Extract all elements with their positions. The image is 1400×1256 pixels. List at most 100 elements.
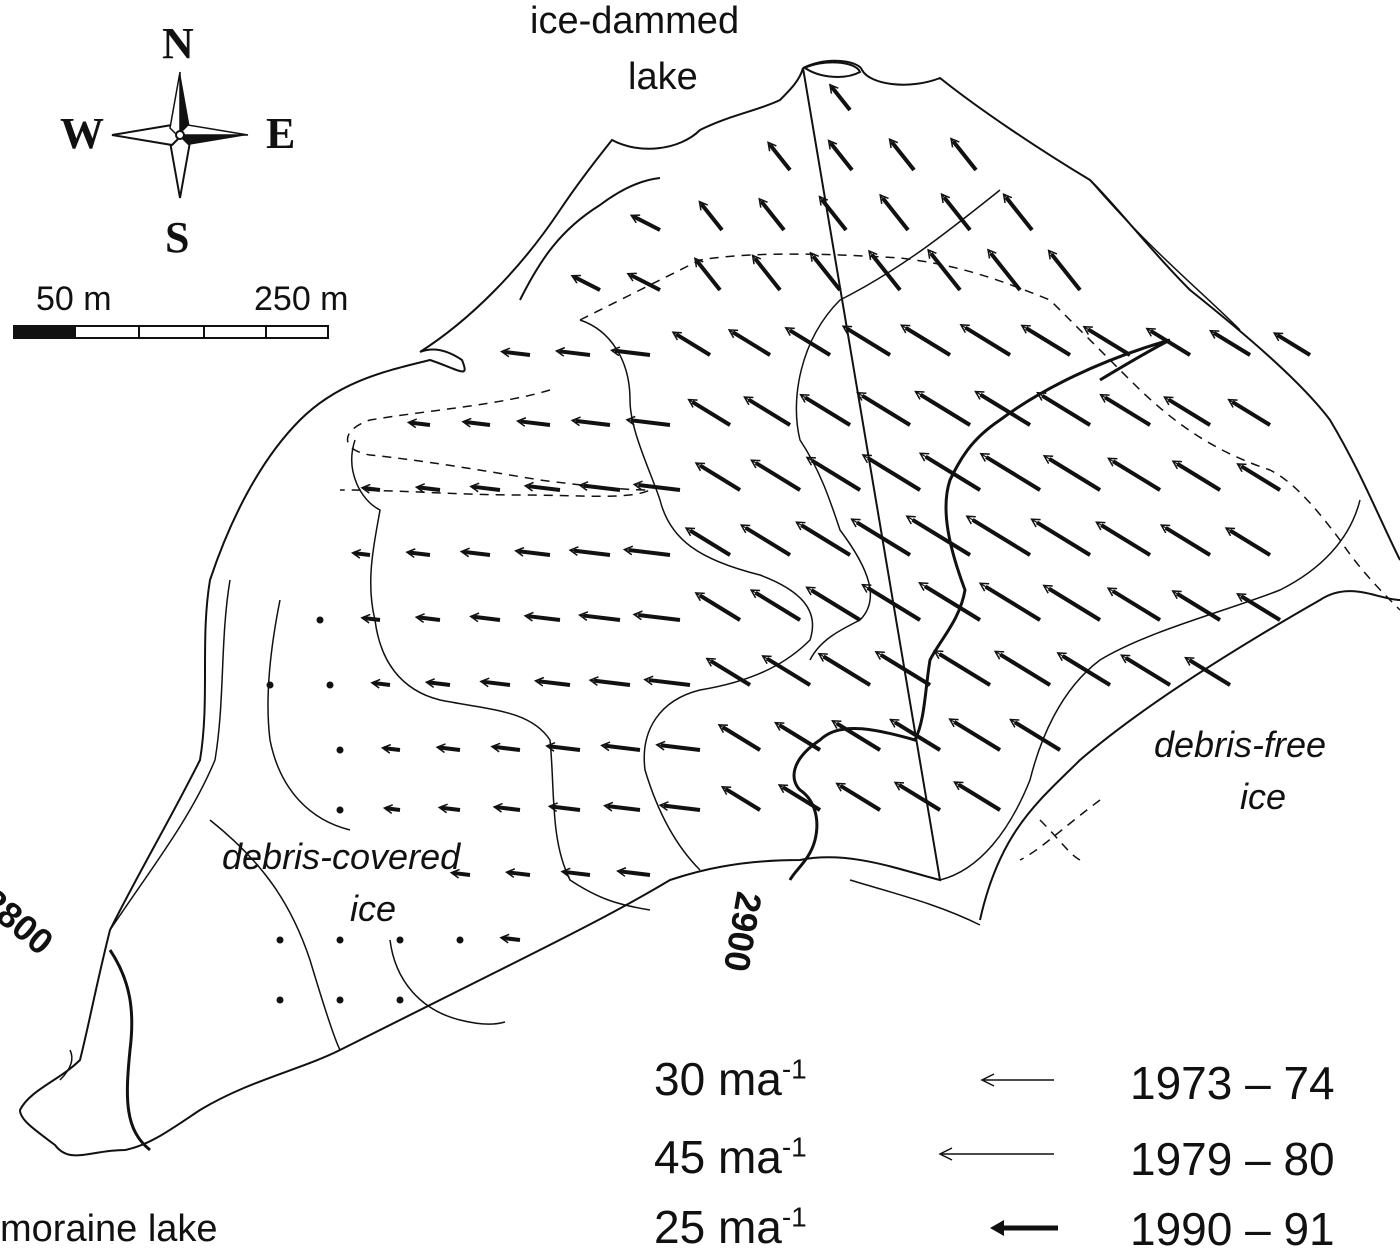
velocity-arrow (547, 802, 581, 813)
velocity-arrow (625, 415, 671, 427)
velocity-arrow (396, 996, 404, 1004)
velocity-arrow (336, 996, 344, 1004)
velocity-arrow (694, 462, 742, 492)
velocity-arrow (861, 454, 922, 492)
velocity-arrow (874, 650, 932, 687)
velocity-arrow (818, 195, 848, 232)
velocity-arrow (950, 137, 978, 172)
velocity-arrow (499, 933, 521, 944)
velocity-arrow (918, 452, 982, 492)
velocity-arrow (414, 613, 441, 623)
velocity-arrow (758, 197, 786, 232)
velocity-arrow (456, 936, 464, 944)
velocity-arrow (523, 611, 561, 622)
legend-period-3: 1990 – 91 (1130, 1203, 1335, 1255)
velocity-arrow (805, 456, 862, 492)
velocity-arrow (1082, 325, 1132, 357)
legend-speed-1: 30 ma-1 (654, 1053, 807, 1105)
velocity-arrow (1224, 527, 1272, 557)
velocity-arrow (504, 868, 531, 879)
velocity-arrow (336, 746, 344, 754)
velocity-arrow (570, 274, 601, 292)
velocity-arrow (1171, 460, 1222, 492)
velocity-arrow (720, 786, 762, 812)
velocity-arrow (1236, 593, 1282, 622)
velocity-arrow (405, 548, 431, 559)
velocity-arrow (698, 200, 724, 232)
velocity-arrow (974, 390, 1032, 427)
velocity-arrow (784, 327, 832, 357)
velocity-arrow (554, 346, 591, 357)
velocity-arrow (739, 524, 792, 557)
velocity-arrow (914, 390, 972, 427)
velocity-arrow (693, 257, 722, 292)
velocity-arrow (603, 801, 641, 812)
velocity-arrow (727, 329, 772, 357)
velocity-arrow (414, 483, 441, 493)
contour-line (849, 879, 981, 926)
velocity-arrow (588, 676, 631, 687)
velocity-arrow (750, 459, 802, 492)
velocity-arrow (1002, 192, 1034, 232)
velocity-arrow (751, 254, 782, 292)
velocity-arrow (743, 396, 792, 427)
legend-period-1: 1973 – 74 (1130, 1057, 1335, 1109)
velocity-arrow (761, 655, 812, 687)
velocity-arrow (533, 676, 571, 687)
legend-period-2: 1979 – 80 (1130, 1133, 1335, 1185)
compass-north-label: N (162, 19, 194, 68)
velocity-arrow (1227, 398, 1272, 427)
velocity-arrow (380, 743, 401, 754)
velocity-arrow (570, 416, 611, 427)
velocity-arrow (655, 740, 701, 752)
velocity-arrow (694, 592, 742, 622)
velocity-arrow (469, 612, 501, 623)
velocity-arrow (1042, 454, 1102, 492)
velocity-arrow (492, 802, 521, 813)
velocity-arrow (671, 331, 712, 357)
velocity-arrow (918, 582, 982, 622)
velocity-arrow (1056, 652, 1112, 687)
velocity-arrow (1095, 521, 1152, 557)
velocity-arrow (774, 721, 822, 752)
velocity-arrow (827, 139, 854, 172)
debris-free-label-line1: debris-free (1154, 724, 1327, 765)
velocity-arrow (643, 675, 691, 687)
velocity-arrow (461, 417, 491, 428)
velocity-arrow (1209, 329, 1252, 357)
velocity-arrow (499, 347, 531, 358)
velocity-arrow (514, 546, 551, 557)
velocity-arrow (469, 482, 501, 493)
velocity-arrow (993, 650, 1052, 687)
velocity-arrow (1047, 249, 1082, 292)
velocity-arrow (1036, 391, 1092, 427)
velocity-arrow (578, 611, 621, 622)
velocity-arrow (1042, 584, 1102, 622)
velocity-arrow (316, 616, 324, 624)
velocity-arrow (777, 784, 822, 812)
compass-south-label: S (165, 213, 190, 262)
velocity-arrow (979, 452, 1042, 492)
velocity-arrow (632, 610, 681, 622)
legend-arrow-1990-91 (990, 1220, 1058, 1236)
contour-line (579, 319, 814, 871)
velocity-arrow (905, 515, 972, 557)
velocity-arrow (1030, 518, 1092, 557)
velocity-arrow (1107, 457, 1162, 492)
velocity-arrow (616, 867, 651, 877)
legend-arrow-1979-80 (938, 1147, 1054, 1161)
velocity-arrow (1119, 654, 1172, 687)
velocity-arrow (749, 589, 802, 622)
velocity-arrow (622, 545, 671, 557)
contour-line (1089, 179, 1241, 331)
ice-dammed-lake-label-line1: ice-dammed (530, 0, 740, 42)
velocity-arrow (515, 417, 551, 427)
debris-covered-label-line2: ice (350, 888, 397, 929)
velocity-arrow (933, 650, 992, 687)
velocity-arrow (568, 546, 611, 557)
velocity-arrow (1163, 396, 1212, 427)
contour-line (209, 819, 341, 1051)
